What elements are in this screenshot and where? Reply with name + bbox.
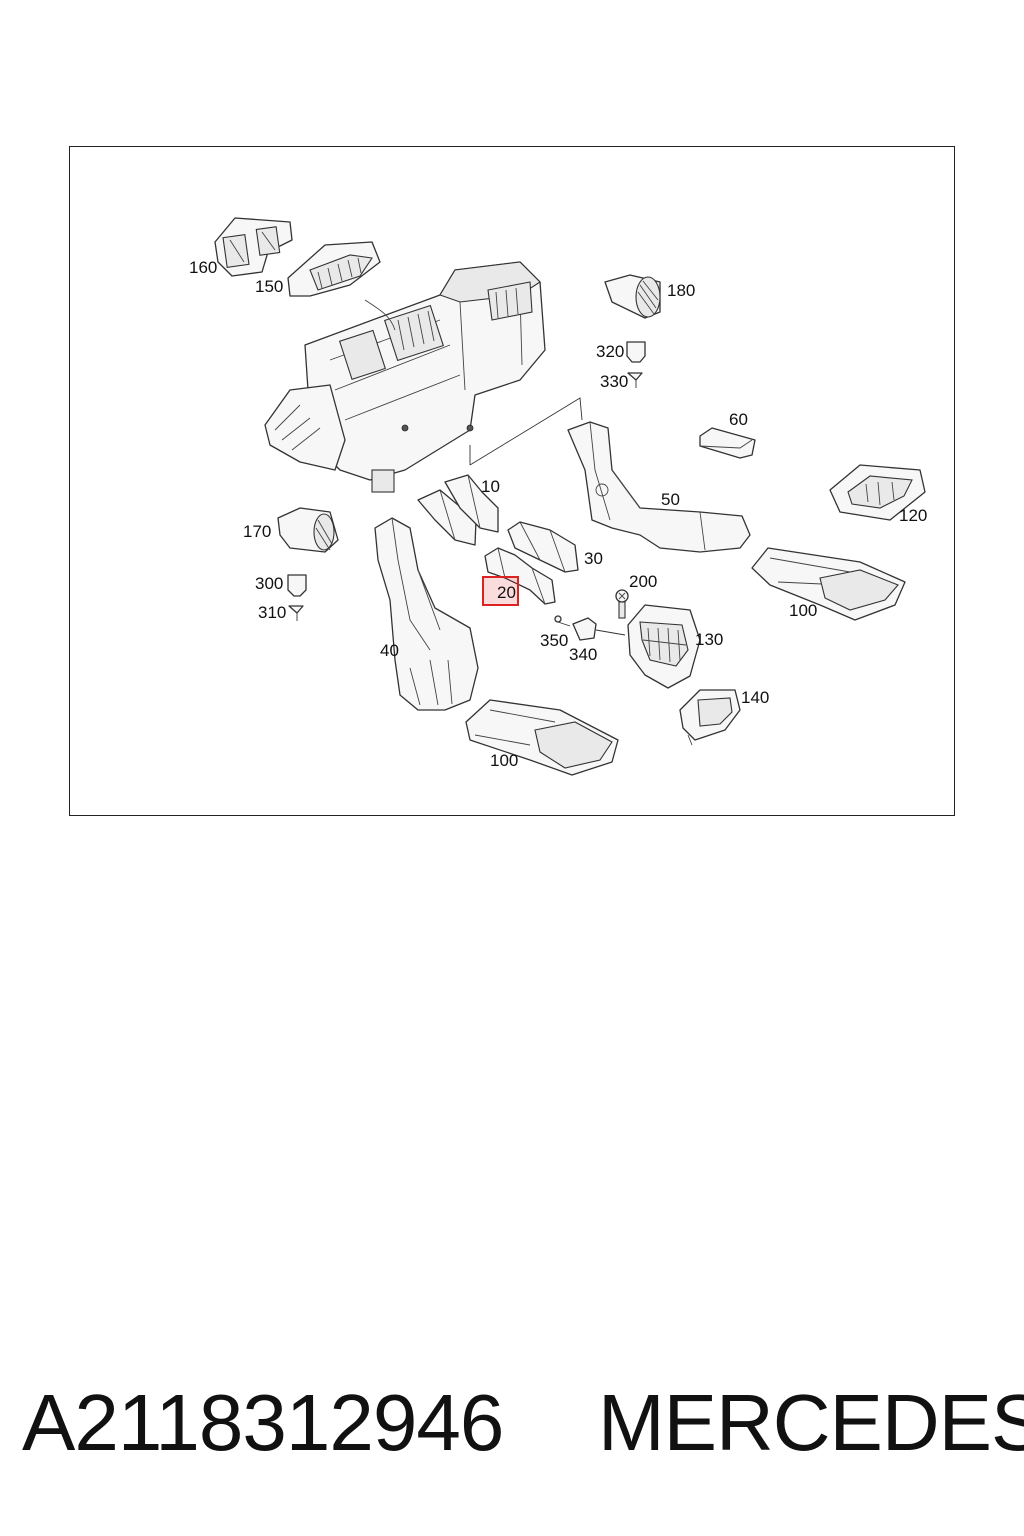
- part-300-clip: [287, 574, 307, 597]
- part-310-screw: [288, 605, 304, 621]
- label-100-bottom: 100: [490, 751, 518, 770]
- label-20: 20: [497, 583, 516, 602]
- footer: A2118312946 MERCEDES: [0, 1368, 1024, 1478]
- part-120-vent-frame: [829, 464, 926, 521]
- part-130-rear-vent: [627, 604, 701, 689]
- label-30: 30: [584, 549, 603, 568]
- label-340: 340: [569, 645, 597, 664]
- label-160: 160: [189, 258, 217, 277]
- part-320-clip: [626, 341, 646, 363]
- label-50: 50: [661, 490, 680, 509]
- part-60-filter: [699, 427, 756, 459]
- label-310: 310: [258, 603, 286, 622]
- part-340-clip: [572, 617, 597, 641]
- brand-name: MERCEDES: [598, 1378, 1024, 1467]
- part-100-tray-right: [751, 547, 906, 621]
- label-170: 170: [243, 522, 271, 541]
- part-40-duct: [374, 517, 479, 711]
- part-50-duct: [567, 421, 751, 553]
- label-100-right: 100: [789, 601, 817, 620]
- label-300: 300: [255, 574, 283, 593]
- part-number: A2118312946: [22, 1378, 504, 1467]
- label-40: 40: [380, 641, 399, 660]
- part-160-dual-vent: [214, 217, 293, 277]
- label-120: 120: [899, 506, 927, 525]
- part-150-center-vent: [287, 241, 381, 297]
- label-60: 60: [729, 410, 748, 429]
- highlight-box-20: [482, 576, 519, 606]
- label-320: 320: [596, 342, 624, 361]
- part-330-screw: [627, 372, 643, 388]
- part-140-console-vent: [679, 689, 741, 746]
- label-140: 140: [741, 688, 769, 707]
- label-180: 180: [667, 281, 695, 300]
- label-350: 350: [540, 631, 568, 650]
- hvac-housing: [264, 261, 546, 493]
- label-10: 10: [481, 477, 500, 496]
- part-200-screw: [615, 589, 629, 619]
- part-30-duct: [507, 521, 579, 573]
- part-350-pin: [554, 615, 571, 627]
- label-130: 130: [695, 630, 723, 649]
- label-200: 200: [629, 572, 657, 591]
- part-10-duct: [417, 474, 499, 546]
- part-170-side-vent: [277, 507, 339, 553]
- label-330: 330: [600, 372, 628, 391]
- part-100-tray-bottom: [465, 699, 619, 776]
- label-150: 150: [255, 277, 283, 296]
- part-180-round-vent: [604, 274, 661, 319]
